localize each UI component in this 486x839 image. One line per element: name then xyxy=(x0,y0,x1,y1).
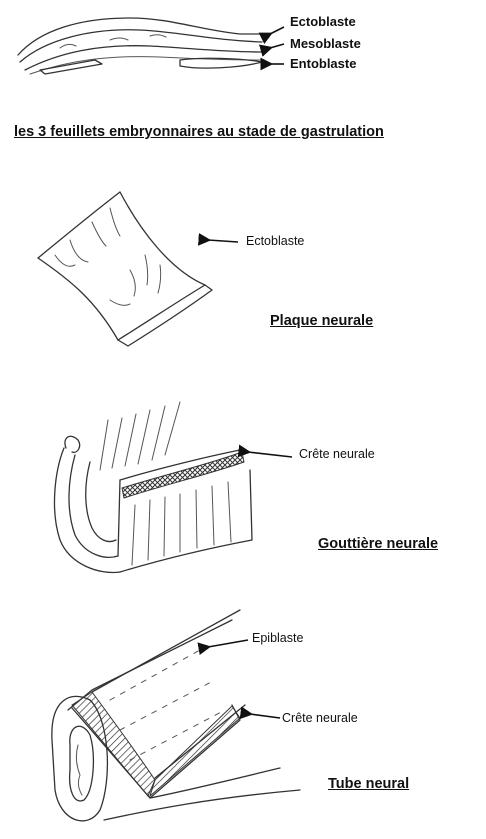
germ-layer-arrows xyxy=(270,27,284,64)
label-mesoblaste: Mesoblaste xyxy=(290,36,361,51)
caption-gastrulation: les 3 feuillets embryonnaires au stade d… xyxy=(14,124,384,140)
label-crete-neurale-tube: Crête neurale xyxy=(282,711,358,725)
caption-tube-neural: Tube neural xyxy=(328,776,409,792)
crete-neurale-arrow-1 xyxy=(248,452,292,457)
epiblaste-arrow xyxy=(208,640,248,647)
label-crete-neurale-groove: Crête neurale xyxy=(299,447,375,461)
crete-neurale-arrow-2 xyxy=(250,714,280,718)
neural-plate-sketch xyxy=(38,192,212,346)
label-ectoblaste: Ectoblaste xyxy=(290,14,356,29)
caption-plaque-neurale: Plaque neurale xyxy=(270,313,373,329)
label-ectoblaste-plate: Ectoblaste xyxy=(246,234,304,248)
neural-groove-sketch xyxy=(54,402,252,573)
label-entoblaste: Entoblaste xyxy=(290,56,356,71)
label-epiblaste: Epiblaste xyxy=(252,631,303,645)
ectoblaste-arrow xyxy=(208,240,238,242)
caption-gouttiere-neurale: Gouttière neurale xyxy=(318,536,438,552)
germ-layers-sketch xyxy=(18,18,262,74)
